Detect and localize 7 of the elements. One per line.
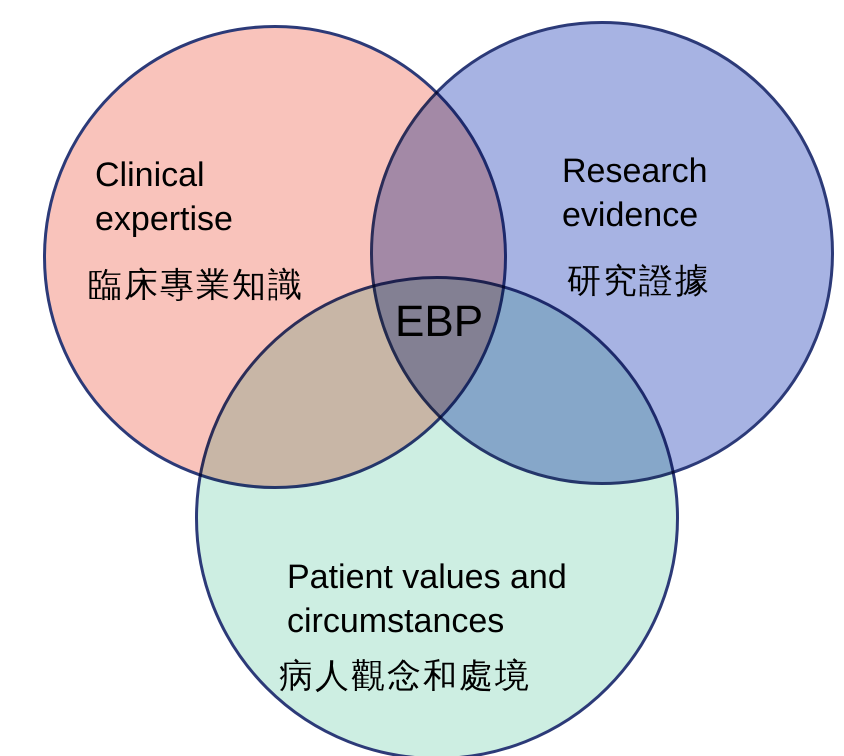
circle-subtitle: 研究證據 [567,260,712,303]
circle-title: Patient values and circumstances [287,557,568,642]
circle-subtitle: 病人觀念和處境 [279,655,532,698]
circle-subtitle: 臨床專業知識 [88,264,305,307]
center-label: EBP [395,297,484,347]
circle-title: Clinical expertise [95,155,234,240]
circle-title: Research evidence [562,151,709,236]
